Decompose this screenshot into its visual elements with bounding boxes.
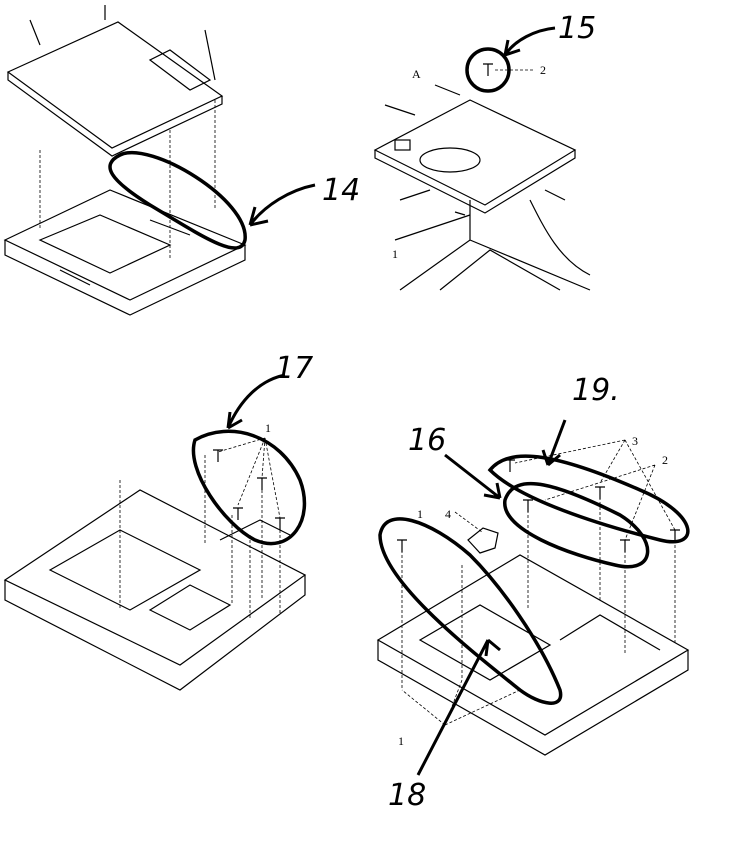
highlight-loop-17 — [191, 429, 307, 546]
highlight-loop-19 — [487, 454, 690, 544]
base-chassis — [3, 489, 307, 666]
label-1-bottom: 1 — [398, 734, 404, 748]
label-3: 3 — [632, 434, 638, 448]
callout-17: 17 — [275, 351, 313, 386]
arrow-19 — [541, 419, 567, 467]
label-cover-1: 1 — [392, 247, 398, 261]
arrow-18 — [416, 638, 501, 776]
highlight-loop-18 — [378, 517, 563, 705]
callout-15: 15 — [558, 11, 596, 46]
label-A: A — [412, 67, 421, 81]
arrow-15 — [503, 26, 556, 57]
panel-top-left — [3, 5, 316, 316]
palmrest-cover — [373, 99, 577, 206]
panel-top-right — [373, 26, 591, 291]
label-4: 4 — [445, 507, 451, 521]
keyboard-plate — [6, 21, 224, 149]
arrow-16 — [444, 453, 502, 500]
highlight-loop-15 — [465, 47, 511, 93]
chassis-frame — [3, 189, 247, 301]
highlight-loop-14 — [108, 151, 247, 250]
highlight-loop-16 — [503, 481, 650, 569]
callout-19: 19. — [572, 373, 620, 408]
callout-16: 16 — [408, 423, 446, 458]
bracket-part-4 — [467, 527, 499, 554]
arrow-17 — [226, 373, 286, 430]
label-screw-2: 2 — [540, 63, 546, 77]
label-1-top: 1 — [417, 507, 423, 521]
panel-bottom-left — [3, 373, 307, 691]
label-screws-1: 1 — [265, 421, 271, 435]
callout-14: 14 — [322, 173, 360, 208]
arrow-14 — [248, 183, 316, 227]
label-2: 2 — [662, 453, 668, 467]
callout-18: 18 — [388, 778, 426, 813]
panel-bottom-right — [376, 419, 690, 776]
